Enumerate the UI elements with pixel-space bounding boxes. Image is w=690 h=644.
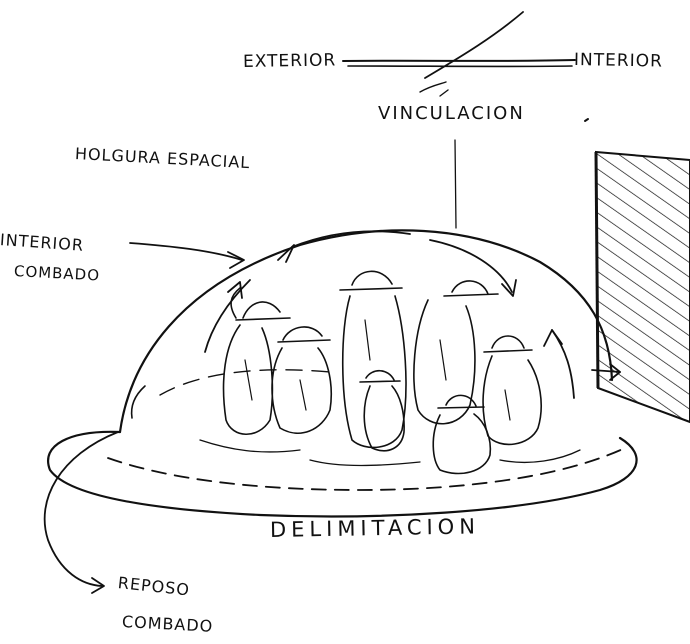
inner-ground-ring (160, 370, 330, 395)
figure-hat-5 (484, 336, 532, 352)
figure-hat-3 (340, 271, 402, 290)
vinculacion-mark (420, 82, 446, 92)
figure-body-7 (364, 386, 404, 451)
figure-hat-2 (278, 327, 330, 342)
dome-base (48, 432, 636, 517)
interior-combado-arrow (130, 243, 242, 260)
figure-hat-7 (360, 371, 400, 382)
dome-arrow-top-left-head (278, 245, 294, 262)
delimitation-ring (108, 448, 625, 490)
reposo-combado-arrow (45, 432, 118, 586)
vertical-link-line (455, 140, 456, 228)
figure-hat-4 (444, 281, 498, 296)
label-interior-top: INTERIOR (574, 50, 663, 72)
figure-body-6 (433, 414, 490, 474)
figure-body-4 (414, 300, 475, 424)
label-vinculacion: VINCULACION (378, 103, 525, 124)
figure-hat-6 (438, 395, 484, 408)
vinculacion-mark-2 (440, 90, 448, 96)
label-delimitacion: DELIMITACION (270, 514, 480, 542)
figure-hat-1 (236, 302, 290, 320)
figure-body-5 (483, 356, 541, 444)
dome-arrow-right (552, 330, 574, 398)
label-exterior: EXTERIOR (243, 50, 337, 72)
group-of-people (200, 271, 580, 473)
dome-arrow-lower-left (132, 386, 145, 418)
dome-arrow-top-right (430, 240, 512, 292)
small-dot-mark (585, 119, 588, 121)
hatched-wall (596, 152, 690, 422)
exterior-interior-line (343, 60, 575, 61)
vinculacion-slash (425, 12, 523, 78)
